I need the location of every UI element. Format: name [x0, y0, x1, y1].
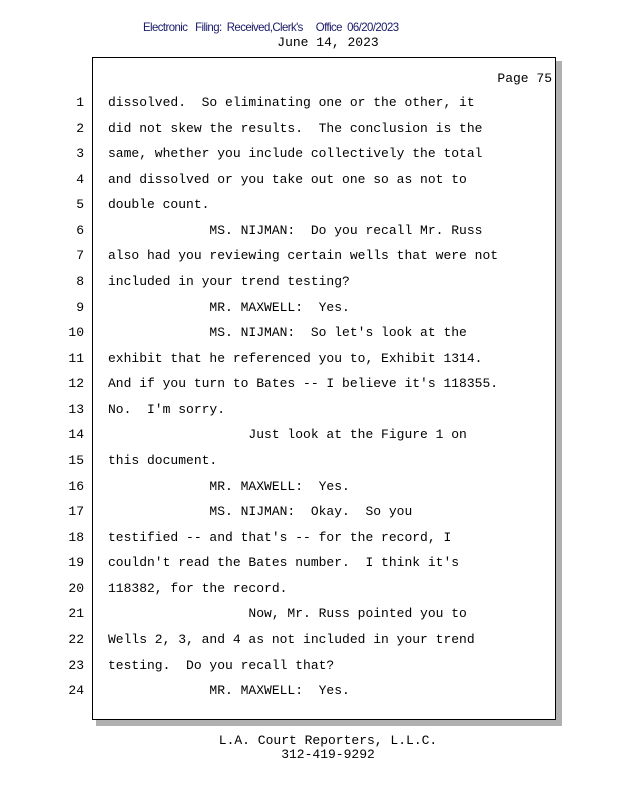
line-number: 17	[68, 504, 84, 520]
line-number: 16	[68, 478, 84, 494]
transcript-line: 118382, for the record.	[108, 580, 288, 596]
line-number: 5	[76, 197, 84, 213]
line-number: 18	[68, 529, 84, 545]
line-number: 19	[68, 555, 84, 571]
transcript-line: Just look at the Figure 1 on	[108, 427, 467, 443]
line-number: 3	[76, 146, 84, 162]
transcript-line: Wells 2, 3, and 4 as not included in you…	[108, 631, 475, 647]
transcript-line: couldn't read the Bates number. I think …	[108, 555, 460, 571]
page-number: Page 75	[497, 71, 552, 86]
transcript-line: this document.	[108, 452, 218, 468]
line-number: 22	[68, 631, 84, 647]
transcript-line: double count.	[108, 197, 210, 213]
transcript-line: and dissolved or you take out one so as …	[108, 171, 467, 187]
transcript-line: And if you turn to Bates -- I believe it…	[108, 376, 499, 392]
transcript-page-box	[92, 57, 556, 720]
line-number: 9	[76, 299, 84, 315]
line-number: 20	[68, 580, 84, 596]
transcript-line: MS. NIJMAN: So let's look at the	[108, 325, 467, 341]
line-number: 2	[76, 120, 84, 136]
line-number: 23	[68, 657, 84, 673]
line-number: 13	[68, 401, 84, 417]
footer-company: L.A. Court Reporters, L.L.C.	[218, 733, 438, 748]
line-number: 14	[68, 427, 84, 443]
transcript-line: also had you reviewing certain wells tha…	[108, 248, 499, 264]
transcript-line: exhibit that he referenced you to, Exhib…	[108, 350, 483, 366]
transcript-line: dissolved. So eliminating one or the oth…	[108, 95, 475, 110]
line-number: 7	[76, 248, 84, 264]
transcript-line: Now, Mr. Russ pointed you to	[108, 606, 467, 622]
transcript-line: did not skew the results. The conclusion…	[108, 120, 483, 136]
line-number: 1	[76, 95, 84, 110]
transcript-line: MS. NIJMAN: Okay. So you	[108, 504, 413, 520]
transcript-line: MR. MAXWELL: Yes.	[108, 299, 350, 315]
transcript-line: MR. MAXWELL: Yes.	[108, 683, 350, 699]
line-number: 24	[68, 683, 84, 699]
transcript-line: testing. Do you recall that?	[108, 657, 335, 673]
footer-phone: 312-419-9292	[281, 747, 375, 762]
transcript-line: same, whether you include collectively t…	[108, 146, 483, 162]
transcript-line: MR. MAXWELL: Yes.	[108, 478, 350, 494]
line-number: 12	[68, 376, 84, 392]
line-number: 10	[68, 325, 84, 341]
line-number: 11	[68, 350, 84, 366]
transcript-line: testified -- and that's -- for the recor…	[108, 529, 452, 545]
transcript-date: June 14, 2023	[277, 35, 379, 50]
transcript-line: No. I'm sorry.	[108, 401, 226, 417]
line-number: 4	[76, 171, 84, 187]
line-number: 8	[76, 273, 84, 289]
transcript-line: included in your trend testing?	[108, 273, 350, 289]
electronic-filing-stamp: Electronic Filing: Received,Clerk's Offi…	[143, 20, 399, 34]
line-number: 21	[68, 606, 84, 622]
line-number: 15	[68, 452, 84, 468]
transcript-line: MS. NIJMAN: Do you recall Mr. Russ	[108, 222, 483, 238]
line-number: 6	[76, 222, 84, 238]
